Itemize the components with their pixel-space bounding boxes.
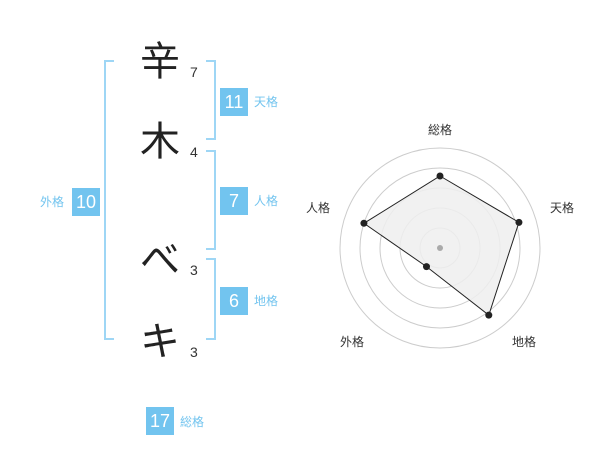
name-character-3: べ <box>140 237 180 283</box>
radar-label-tenkaku: 天格 <box>550 200 574 215</box>
radar-point <box>360 219 368 227</box>
jinkaku-label: 人格 <box>254 194 279 208</box>
radar-point <box>422 263 430 271</box>
radar-label-gaikaku: 外格 <box>340 334 364 349</box>
stroke-count-3: 3 <box>190 262 198 278</box>
name-character-1: 辛 <box>140 39 180 85</box>
radar-label-chikaku: 地格 <box>512 334 536 349</box>
chikaku-bracket <box>206 258 216 340</box>
tenkaku-label: 天格 <box>254 95 279 109</box>
name-character-4: キ <box>140 319 180 365</box>
chikaku-value-badge: 6 <box>220 287 248 315</box>
radar-point <box>515 218 523 226</box>
jinkaku-bracket <box>206 150 216 250</box>
radar-label-jinkaku: 人格 <box>306 200 330 215</box>
radar-points <box>360 172 523 319</box>
tenkaku-value-badge: 11 <box>220 88 248 116</box>
chikaku-label: 地格 <box>254 294 279 308</box>
name-character-2: 木 <box>140 119 180 165</box>
radar-center-dot <box>437 245 443 251</box>
tenkaku-bracket <box>206 60 216 140</box>
gaikaku-bracket <box>104 60 114 340</box>
soukaku-value-badge: 17 <box>146 407 174 435</box>
stroke-count-1: 7 <box>190 64 198 80</box>
gaikaku-value-badge: 10 <box>72 188 100 216</box>
gaikaku-label: 外格 <box>40 195 65 209</box>
jinkaku-value-badge: 7 <box>220 187 248 215</box>
radar-ring <box>359 167 521 329</box>
radar-label-soukaku: 総格 <box>428 122 452 137</box>
stroke-count-4: 3 <box>190 344 198 360</box>
soukaku-label: 総格 <box>180 415 205 429</box>
radar-point <box>436 172 444 180</box>
fortune-radar-chart: 総格 天格 地格 外格 人格 <box>306 122 574 349</box>
stroke-count-2: 4 <box>190 144 198 160</box>
radar-point <box>485 311 493 319</box>
